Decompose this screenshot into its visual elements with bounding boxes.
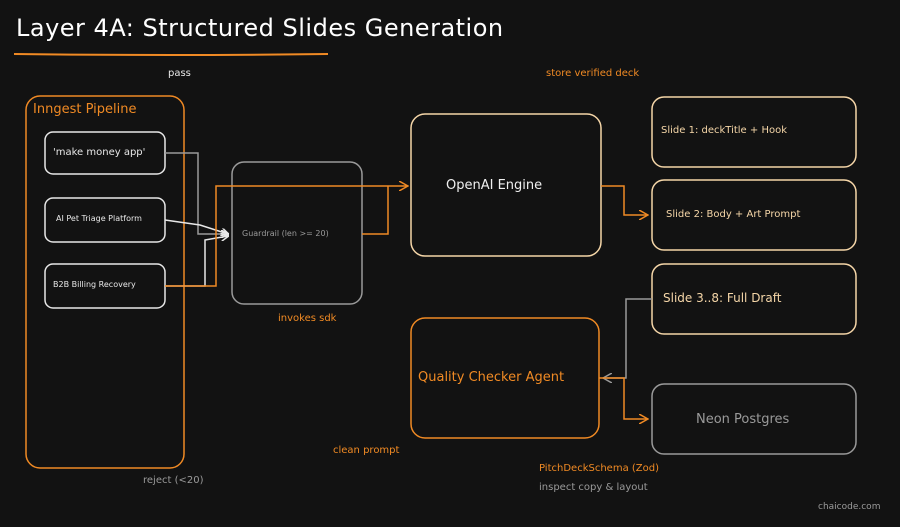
- database-box: [651, 383, 857, 455]
- arrow-engine-slide2: [601, 185, 648, 215]
- edge-label-invokes: invokes sdk: [278, 313, 337, 324]
- slide-label-1: Slide 1: deckTitle + Hook: [661, 125, 787, 136]
- pipeline-label: Inngest Pipeline: [33, 102, 137, 117]
- watermark: chaicode.com: [818, 502, 881, 512]
- pipeline-container: [25, 95, 185, 469]
- guardrail-label: Guardrail (len >= 20): [242, 229, 329, 238]
- arrow-guardrail-engine: [362, 186, 389, 235]
- pipeline-item-2: AI Pet Triage Platform: [56, 214, 142, 223]
- pipeline-item-1: 'make money app': [53, 147, 146, 158]
- slide-label-3: Slide 3..8: Full Draft: [663, 291, 782, 305]
- slide-label-2: Slide 2: Body + Art Prompt: [666, 209, 801, 220]
- edge-label-reject: reject (<20): [143, 475, 204, 486]
- engine-label: OpenAI Engine: [446, 178, 543, 193]
- database-label: Neon Postgres: [696, 412, 790, 427]
- edge-label-pass: pass: [168, 68, 191, 79]
- edge-label-inspect: inspect copy & layout: [539, 482, 648, 493]
- arrow-pipeline-engine-pass: [165, 186, 408, 287]
- arrow-slide3-quality: [603, 298, 652, 378]
- arrow-item2-guardrail: [164, 219, 228, 234]
- guardrail-box: [231, 161, 363, 305]
- arrow-item3-guardrail: [165, 236, 228, 287]
- arrow-quality-database: [599, 377, 648, 419]
- title-underline: [13, 53, 329, 56]
- quality-label: Quality Checker Agent: [418, 370, 565, 385]
- edge-label-store: store verified deck: [546, 68, 640, 79]
- pipeline-item-3: B2B Billing Recovery: [53, 280, 136, 289]
- arrow-item1-guardrail: [165, 152, 228, 234]
- slide-box-2: [651, 179, 857, 251]
- engine-box: [410, 113, 602, 257]
- page-title: Layer 4A: Structured Slides Generation: [16, 14, 504, 42]
- edge-label-schema: PitchDeckSchema (Zod): [539, 463, 659, 474]
- slide-box-1: [651, 96, 857, 168]
- edge-label-clean: clean prompt: [333, 445, 400, 456]
